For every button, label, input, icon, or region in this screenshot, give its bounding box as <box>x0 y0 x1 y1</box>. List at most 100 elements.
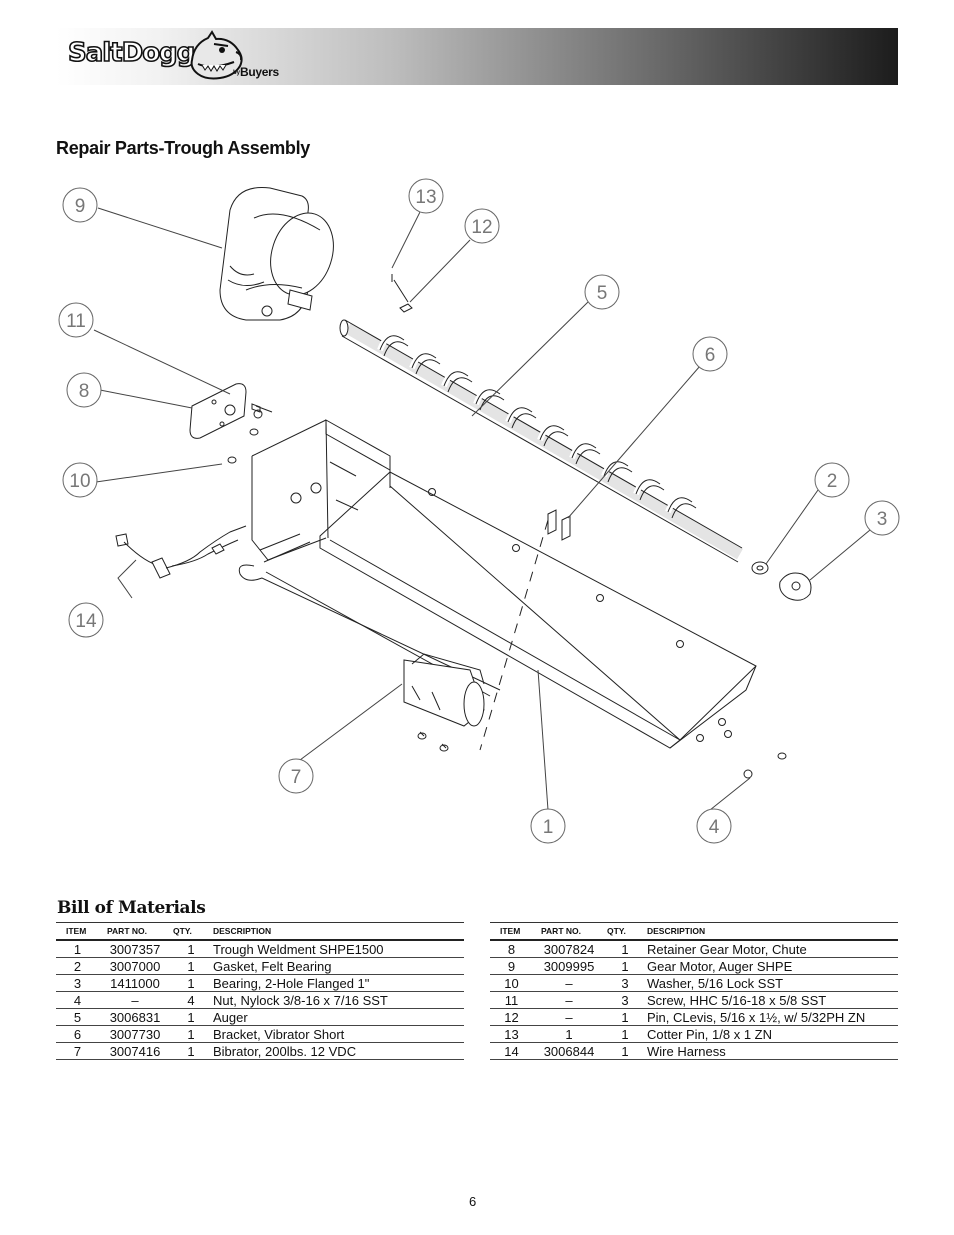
bom-item-number: 4 <box>56 991 99 1009</box>
bom-quantity: 1 <box>605 1008 645 1026</box>
bom-item-number: 12 <box>490 1008 533 1026</box>
bom-description: Nut, Nylock 3/8-16 x 7/16 SST <box>211 991 464 1009</box>
bom-part-number: – <box>533 974 605 992</box>
bom-quantity: 1 <box>171 1008 211 1026</box>
bom-quantity: 1 <box>171 940 211 958</box>
bom-item-number: 3 <box>56 974 99 992</box>
col-part-no-header: PART NO. <box>533 922 605 941</box>
col-qty-header: QTY. <box>605 922 645 941</box>
retainer-plate-drawing <box>189 383 273 464</box>
vibrator-drawing <box>403 653 485 752</box>
bom-item-number: 11 <box>490 991 533 1009</box>
bom-part-number: 1 <box>533 1025 605 1043</box>
brand-logo: SaltDogg <box>67 37 196 69</box>
dog-mascot-icon <box>190 30 243 80</box>
callout-11: 11 <box>66 311 86 332</box>
exploded-parts-diagram: 9 11 8 10 14 13 12 5 6 2 3 7 1 4 <box>58 178 900 844</box>
bom-header-row: ITEM PART NO. QTY. DESCRIPTION <box>56 922 464 941</box>
bom-description: Screw, HHC 5/16-18 x 5/8 SST <box>645 991 898 1009</box>
col-qty-header: QTY. <box>171 922 211 941</box>
bom-description: Pin, CLevis, 5/16 x 1½, w/ 5/32PH ZN <box>645 1008 898 1026</box>
bom-item-number: 14 <box>490 1042 533 1060</box>
bom-quantity: 1 <box>605 1025 645 1043</box>
col-item-header: ITEM <box>56 922 99 941</box>
bom-quantity: 1 <box>605 1042 645 1060</box>
bom-item-number: 2 <box>56 957 99 975</box>
bom-part-number: 3007416 <box>99 1042 171 1060</box>
bom-item-number: 10 <box>490 974 533 992</box>
bom-part-number: 3007000 <box>99 957 171 975</box>
bom-item-number: 5 <box>56 1008 99 1026</box>
bom-title: Bill of Materials <box>57 898 206 918</box>
callout-4: 4 <box>709 817 720 838</box>
bom-quantity: 4 <box>171 991 211 1009</box>
callout-12: 12 <box>471 217 492 238</box>
bom-quantity: 1 <box>605 957 645 975</box>
col-description-header: DESCRIPTION <box>645 922 898 941</box>
bom-quantity: 1 <box>605 940 645 958</box>
bom-description: Cotter Pin, 1/8 x 1 ZN <box>645 1025 898 1043</box>
bom-item-number: 7 <box>56 1042 99 1060</box>
bom-description: Bearing, 2-Hole Flanged 1" <box>211 974 464 992</box>
bom-item-number: 1 <box>56 940 99 958</box>
bom-quantity: 1 <box>171 957 211 975</box>
section-title: Repair Parts-Trough Assembly <box>56 138 311 158</box>
callout-1: 1 <box>543 817 554 838</box>
callout-5: 5 <box>597 283 608 304</box>
gear-motor-drawing <box>219 186 334 321</box>
bom-quantity: 3 <box>605 974 645 992</box>
trough-weldment-drawing <box>238 419 757 749</box>
bom-part-number: – <box>533 1008 605 1026</box>
callout-circles <box>58 178 900 844</box>
callout-leader-lines <box>93 207 871 811</box>
brand-by: by <box>233 70 241 76</box>
callout-14: 14 <box>75 611 97 632</box>
bom-part-number: – <box>99 991 171 1009</box>
callout-13: 13 <box>415 187 436 208</box>
bom-description: Bracket, Vibrator Short <box>211 1025 464 1043</box>
callout-8: 8 <box>79 381 90 402</box>
col-description-header: DESCRIPTION <box>211 922 464 941</box>
wire-harness-drawing <box>115 525 247 579</box>
bom-description: Retainer Gear Motor, Chute <box>645 940 898 958</box>
callout-7: 7 <box>291 767 302 788</box>
bom-part-number: 3007824 <box>533 940 605 958</box>
bom-description: Trough Weldment SHPE1500 <box>211 940 464 958</box>
bom-description: Washer, 5/16 Lock SST <box>645 974 898 992</box>
bom-item-number: 8 <box>490 940 533 958</box>
bom-header-row: ITEM PART NO. QTY. DESCRIPTION <box>490 922 898 941</box>
clevis-and-cotter-pin-drawing <box>391 274 787 779</box>
bom-quantity: 1 <box>171 974 211 992</box>
page-number: 6 <box>469 1194 477 1209</box>
bom-part-number: 3006844 <box>533 1042 605 1060</box>
bom-quantity: 3 <box>605 991 645 1009</box>
callout-9: 9 <box>75 196 86 217</box>
bom-description: Auger <box>211 1008 464 1026</box>
callout-2: 2 <box>827 471 838 492</box>
bearing-and-gasket-drawing <box>751 561 812 601</box>
bom-part-number: 3009995 <box>533 957 605 975</box>
bom-item-number: 9 <box>490 957 533 975</box>
callout-3: 3 <box>877 509 888 530</box>
col-item-header: ITEM <box>490 922 533 941</box>
bom-description: Wire Harness <box>645 1042 898 1060</box>
bom-part-number: 3007730 <box>99 1025 171 1043</box>
bom-description: Gear Motor, Auger SHPE <box>645 957 898 975</box>
bom-quantity: 1 <box>171 1025 211 1043</box>
bom-part-number: 3006831 <box>99 1008 171 1026</box>
company-name: Buyers <box>240 65 279 79</box>
